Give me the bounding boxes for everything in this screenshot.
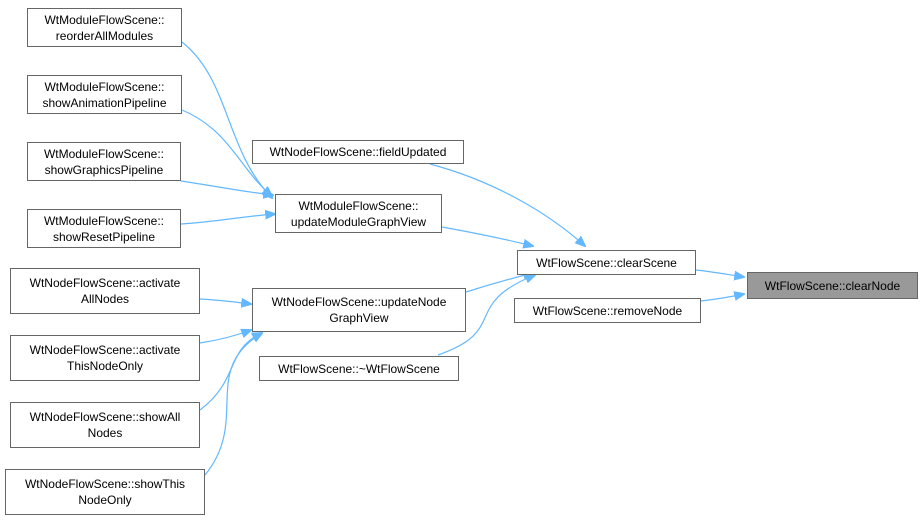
node-label-line2: reorderAllModules bbox=[55, 28, 154, 43]
node-label-line1: WtModuleFlowScene:: bbox=[44, 12, 165, 27]
node-label-line2: updateModuleGraphView bbox=[290, 214, 427, 229]
node-label-line1: WtFlowScene::removeNode bbox=[532, 303, 683, 318]
node-show-animation-pipeline[interactable]: WtModuleFlowScene:: showAnimationPipelin… bbox=[27, 75, 182, 114]
edge-update-node-to-clear-scene bbox=[465, 273, 533, 293]
node-label-line1: WtNodeFlowScene::showAll bbox=[29, 410, 181, 424]
node-label-line2: Nodes bbox=[87, 426, 123, 440]
node-label-line1: WtModuleFlowScene:: bbox=[43, 146, 165, 161]
node-field-updated[interactable]: WtNodeFlowScene::fieldUpdated bbox=[252, 140, 464, 164]
edge-activate-this-to-update-node bbox=[199, 330, 251, 344]
edge-show-reset-to-update-module bbox=[180, 214, 275, 225]
node-show-all-nodes[interactable]: WtNodeFlowScene::showAll Nodes bbox=[10, 402, 200, 448]
node-label-line2: showAnimationPipeline bbox=[42, 95, 167, 110]
edge-destructor-to-clear-scene bbox=[437, 275, 535, 356]
node-show-this-node-only[interactable]: WtNodeFlowScene::showThis NodeOnly bbox=[5, 469, 205, 515]
node-label-line1: WtNodeFlowScene::showThis bbox=[24, 477, 186, 491]
edge-field-updated-to-clear-scene bbox=[429, 163, 585, 246]
node-label-line1: WtNodeFlowScene::updateNode bbox=[271, 295, 447, 309]
node-label-line1: WtNodeFlowScene::activate bbox=[29, 343, 181, 357]
node-label-line2: AllNodes bbox=[80, 292, 130, 306]
node-label-line1: WtModuleFlowScene:: bbox=[43, 213, 165, 228]
node-clear-node[interactable]: WtFlowScene::clearNode bbox=[747, 272, 918, 299]
node-activate-all-nodes[interactable]: WtNodeFlowScene::activate AllNodes bbox=[10, 268, 200, 314]
node-label-line2: showGraphicsPipeline bbox=[44, 162, 164, 177]
node-label-line1: WtNodeFlowScene::activate bbox=[29, 276, 181, 290]
node-label-line1: WtFlowScene::clearNode bbox=[764, 278, 901, 293]
node-clear-scene[interactable]: WtFlowScene::clearScene bbox=[517, 250, 696, 275]
node-label-line1: WtFlowScene::clearScene bbox=[536, 255, 677, 270]
edge-activate-all-to-update-node bbox=[199, 299, 251, 304]
node-reorder-all-modules[interactable]: WtModuleFlowScene:: reorderAllModules bbox=[27, 8, 182, 47]
node-update-node-graph-view[interactable]: WtNodeFlowScene::updateNode GraphView bbox=[252, 288, 466, 332]
edge-show-graphics-to-update-module bbox=[180, 180, 273, 195]
edge-show-all-to-update-node bbox=[199, 333, 262, 411]
edge-show-this-to-update-node bbox=[204, 333, 262, 476]
node-wtflowscene-destructor[interactable]: WtFlowScene::~WtFlowScene bbox=[259, 356, 459, 381]
node-remove-node[interactable]: WtFlowScene::removeNode bbox=[514, 298, 701, 323]
node-show-graphics-pipeline[interactable]: WtModuleFlowScene:: showGraphicsPipeline bbox=[27, 142, 181, 181]
node-label-line1: WtModuleFlowScene:: bbox=[44, 79, 165, 94]
edge-show-anim-to-update-module bbox=[181, 109, 272, 196]
node-label-line2: NodeOnly bbox=[78, 493, 132, 507]
node-label-line2: GraphView bbox=[329, 311, 389, 325]
node-label-line1: WtModuleFlowScene:: bbox=[298, 198, 419, 213]
node-show-reset-pipeline[interactable]: WtModuleFlowScene:: showResetPipeline bbox=[27, 209, 181, 248]
node-activate-this-node-only[interactable]: WtNodeFlowScene::activate ThisNodeOnly bbox=[10, 335, 200, 381]
node-update-module-graph-view[interactable]: WtModuleFlowScene:: updateModuleGraphVie… bbox=[275, 194, 442, 233]
edge-remove-node-to-clear-node bbox=[700, 294, 744, 302]
edge-update-module-to-clear-scene bbox=[441, 226, 533, 246]
edge-clear-scene-to-clear-node bbox=[695, 269, 744, 277]
node-label-line2: ThisNodeOnly bbox=[66, 359, 144, 373]
edge-reorder-to-update-module bbox=[181, 41, 272, 198]
node-label-line1: WtFlowScene::~WtFlowScene bbox=[278, 361, 440, 376]
node-label-line1: WtNodeFlowScene::fieldUpdated bbox=[269, 145, 447, 159]
node-label-line2: showResetPipeline bbox=[52, 229, 156, 244]
